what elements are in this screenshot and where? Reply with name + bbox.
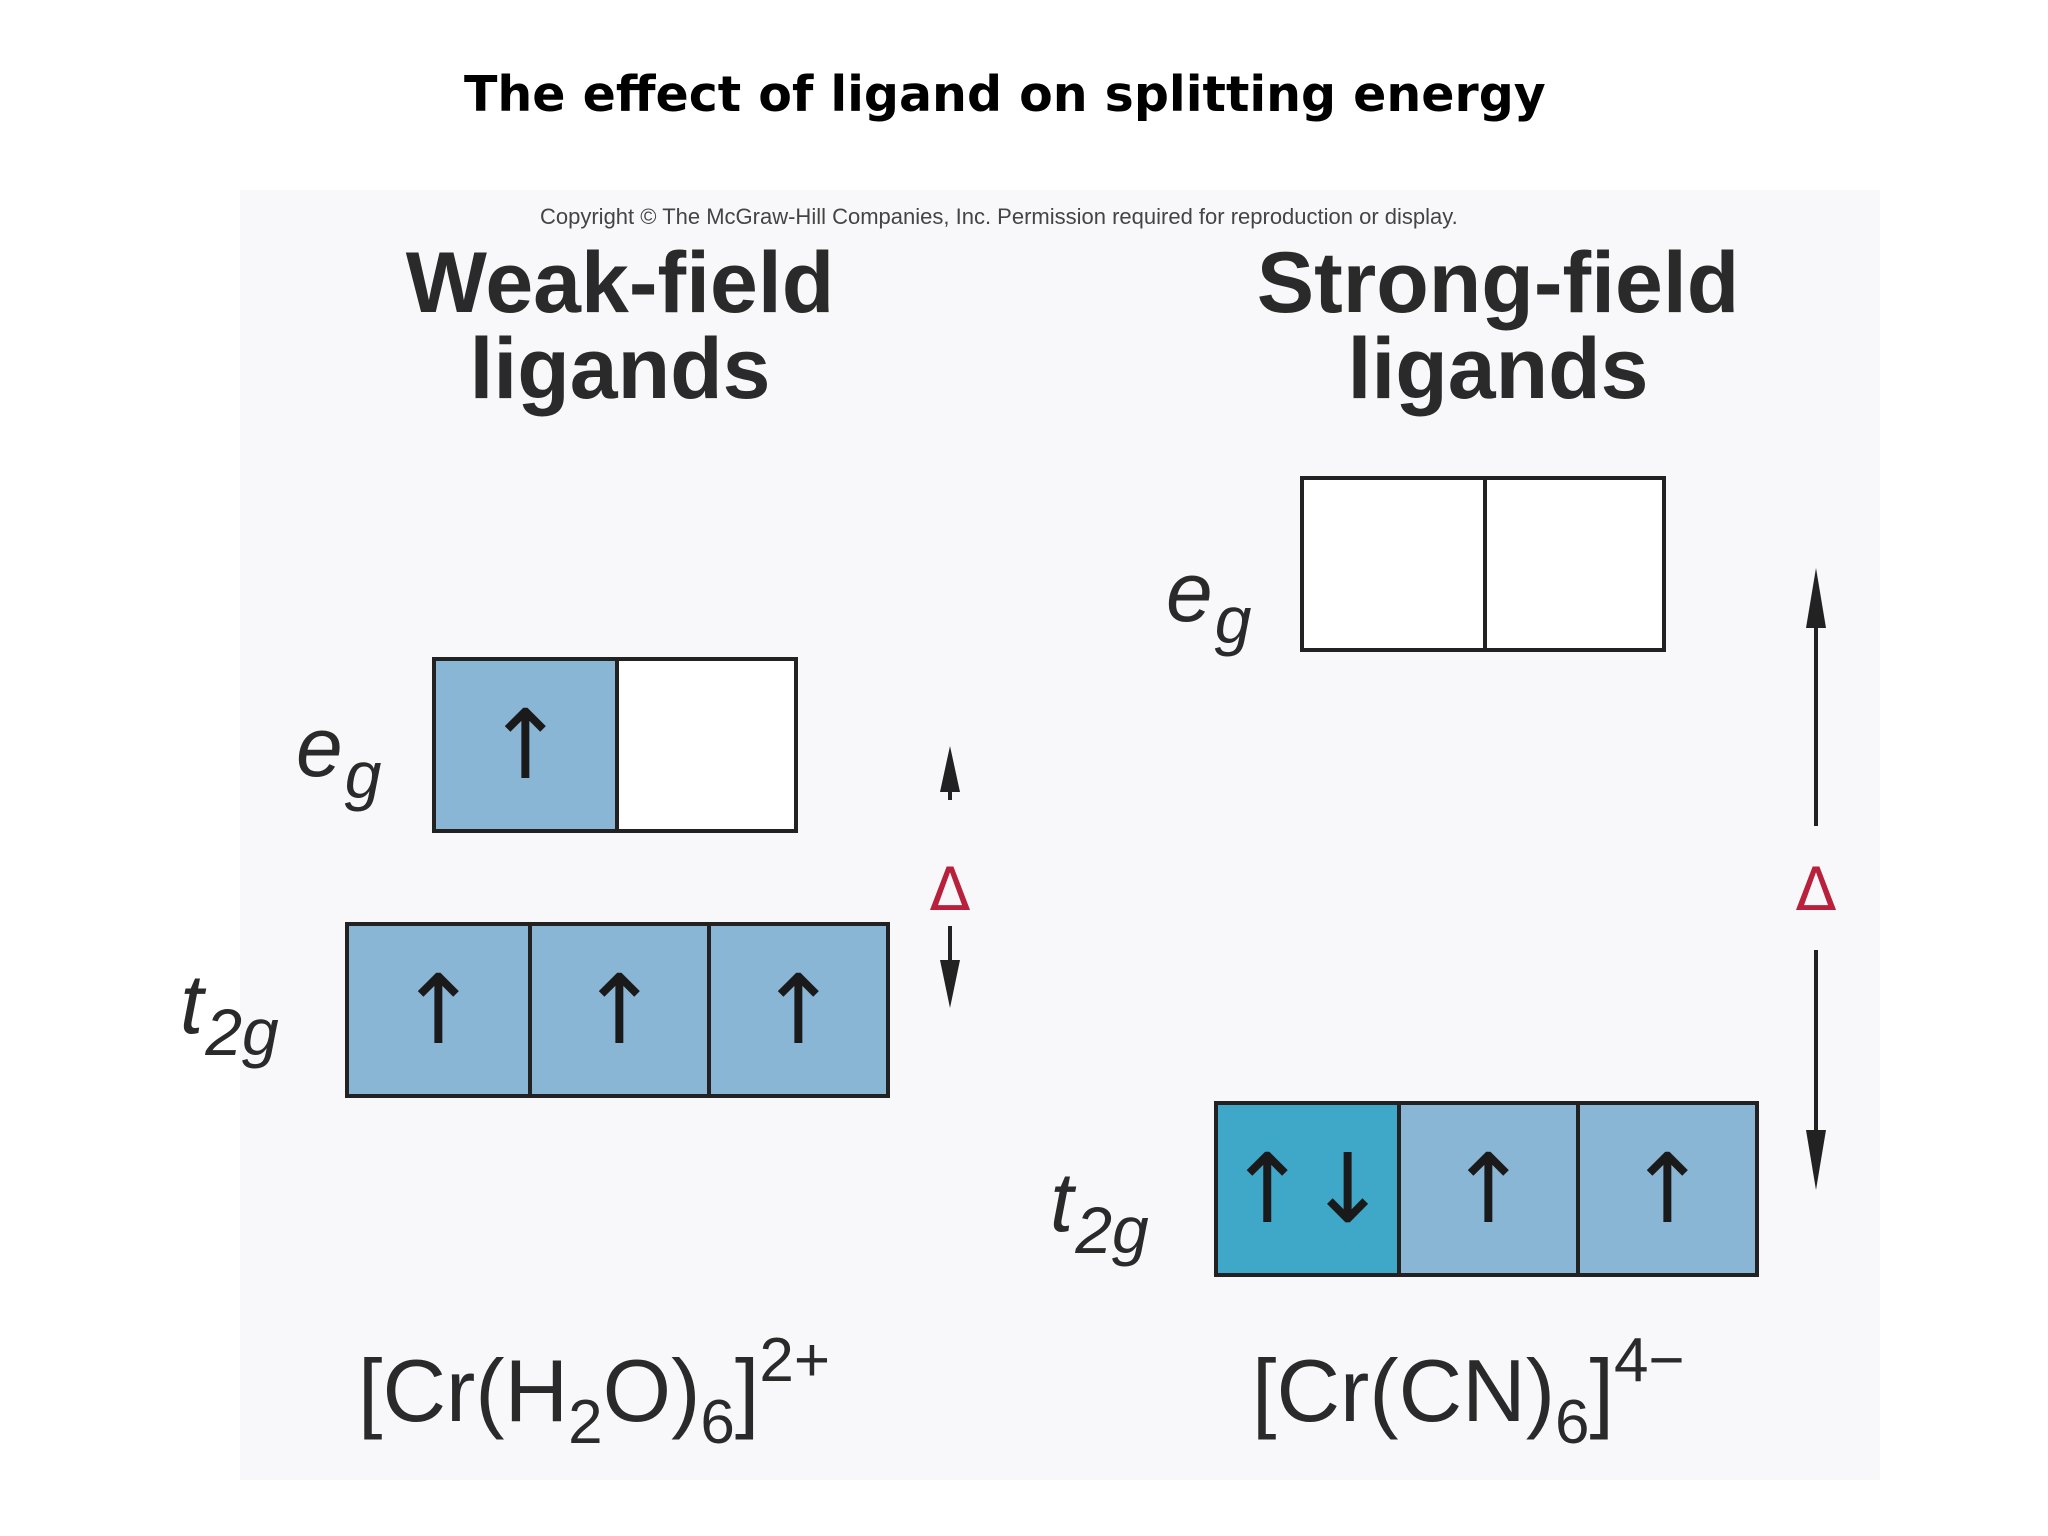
- strong-eg-label: eg: [1166, 550, 1251, 653]
- strong-complex-close: ]: [1589, 1341, 1614, 1440]
- weak-field-heading-line1: Weak-field: [405, 235, 835, 331]
- weak-eg-label: eg: [296, 705, 381, 808]
- strong-complex-formula: [Cr(CN)6]4−: [1252, 1326, 1685, 1457]
- strong-complex-charge: 4−: [1613, 1326, 1685, 1395]
- weak-delta-arrow-down-head: [940, 960, 960, 1008]
- weak-complex-sub2: 6: [700, 1388, 735, 1457]
- copyright-notice: Copyright © The McGraw-Hill Companies, I…: [540, 204, 1458, 229]
- slide-title: The effect of ligand on splitting energy: [464, 66, 1546, 123]
- strong-field-heading-line2: ligands: [1347, 321, 1649, 417]
- strong-t2g-symbol: t: [1050, 1155, 1074, 1249]
- weak-t2g-orbital-2: ↑: [528, 926, 707, 1094]
- strong-eg-subscript: g: [1214, 583, 1252, 657]
- weak-complex-base: [Cr(H: [358, 1341, 569, 1440]
- weak-t2g-label: t2g: [180, 962, 279, 1065]
- strong-eg-symbol: e: [1166, 545, 1213, 639]
- weak-complex-mid: O): [602, 1341, 701, 1440]
- strong-complex-sub: 6: [1555, 1388, 1590, 1457]
- weak-t2g-symbol: t: [180, 957, 204, 1051]
- weak-delta-symbol: Δ: [929, 855, 970, 925]
- weak-delta-arrow-up-head: [940, 746, 960, 792]
- weak-eg-orbital-2: [615, 661, 794, 829]
- weak-eg-symbol: e: [296, 700, 343, 794]
- weak-field-heading: Weak-field ligands: [340, 240, 900, 412]
- strong-eg-orbital-2: [1483, 480, 1662, 648]
- strong-t2g-label: t2g: [1050, 1160, 1149, 1263]
- strong-delta-arrow: Δ: [1795, 568, 1837, 1190]
- weak-eg-orbitals: ↑: [432, 657, 798, 833]
- strong-t2g-orbital-2: ↑: [1397, 1105, 1576, 1273]
- strong-field-heading: Strong-field ligands: [1218, 240, 1778, 412]
- strong-t2g-subscript: 2g: [1075, 1193, 1149, 1267]
- strong-eg-orbitals: [1300, 476, 1666, 652]
- weak-complex-sub1: 2: [568, 1388, 603, 1457]
- strong-delta-symbol: Δ: [1795, 855, 1836, 925]
- weak-t2g-orbital-3: ↑: [707, 926, 886, 1094]
- strong-field-heading-line1: Strong-field: [1256, 235, 1740, 331]
- strong-t2g-orbital-1: ↑↓: [1218, 1105, 1397, 1273]
- weak-field-heading-line2: ligands: [469, 321, 771, 417]
- weak-eg-subscript: g: [344, 738, 382, 812]
- strong-complex-base: [Cr(CN): [1252, 1341, 1556, 1440]
- weak-t2g-orbitals: ↑ ↑ ↑: [345, 922, 890, 1098]
- strong-t2g-orbital-3: ↑: [1576, 1105, 1755, 1273]
- weak-complex-charge: 2+: [759, 1326, 831, 1395]
- weak-t2g-orbital-1: ↑: [349, 926, 528, 1094]
- weak-t2g-subscript: 2g: [205, 995, 279, 1069]
- weak-complex-close: ]: [734, 1341, 760, 1440]
- strong-delta-arrow-up-head: [1806, 568, 1826, 628]
- strong-eg-orbital-1: [1304, 480, 1483, 648]
- strong-t2g-orbitals: ↑↓ ↑ ↑: [1214, 1101, 1759, 1277]
- weak-eg-orbital-1: ↑: [436, 661, 615, 829]
- weak-delta-arrow: Δ: [929, 746, 971, 1008]
- weak-complex-formula: [Cr(H2O)6]2+: [358, 1326, 830, 1457]
- strong-delta-arrow-down-head: [1806, 1130, 1826, 1190]
